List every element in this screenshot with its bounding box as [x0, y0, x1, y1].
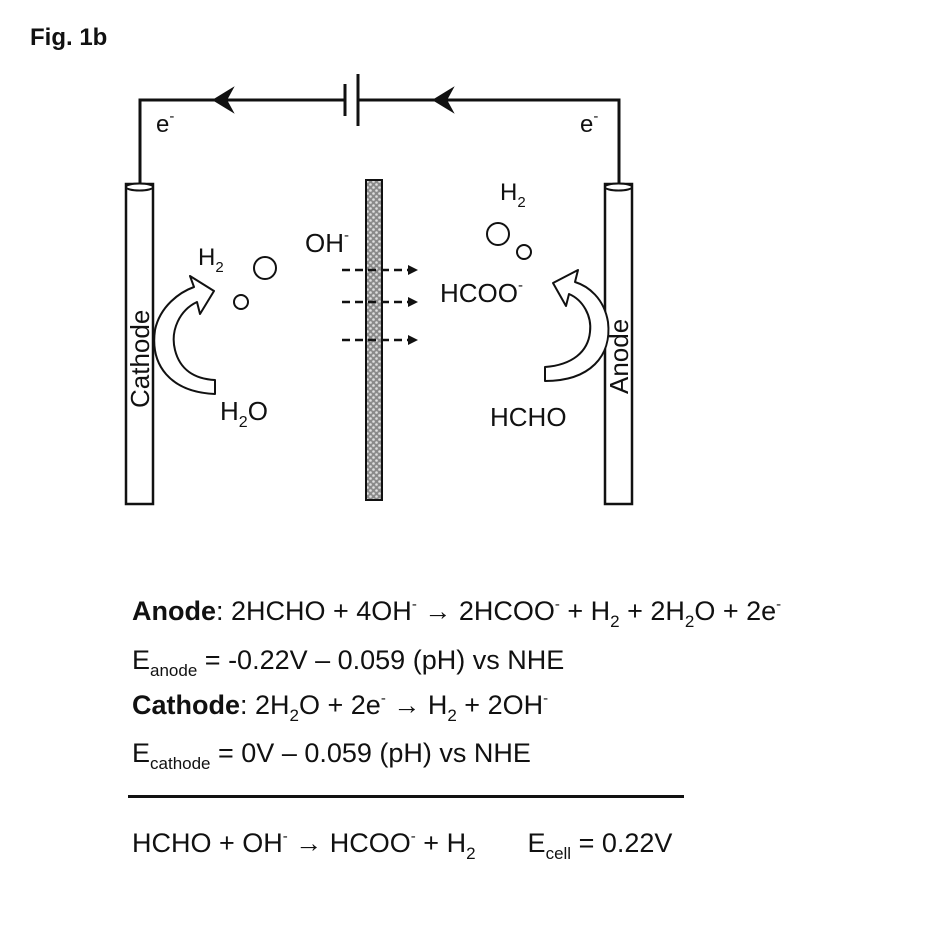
hydrogen-bubble-small	[517, 245, 531, 259]
battery-symbol	[345, 74, 358, 126]
electron-label-left: e-	[156, 108, 174, 138]
formate-label: HCOO-	[440, 277, 523, 308]
hydrogen-bubble-large	[254, 257, 276, 279]
anode-equation-label: Anode	[132, 596, 216, 626]
cell-potential: Ecell = 0.22V	[528, 828, 673, 858]
electron-label-right: e-	[580, 108, 598, 138]
cathode-reaction-arrow	[154, 276, 215, 394]
hydroxide-label: OH-	[305, 227, 349, 258]
anode-reaction-arrow	[545, 270, 608, 381]
water-label: H2O	[220, 396, 268, 431]
cathode-label: Cathode	[125, 310, 155, 408]
cathode-potential-equation: Ecathode = 0V – 0.059 (pH) vs NHE	[132, 738, 531, 769]
hydrogen-label-right: H2	[500, 179, 526, 211]
electrochemical-cell-diagram: e- e- Cathode Anode OH- H2 H2O H2 HCOO- …	[0, 0, 934, 560]
hydrogen-bubble-small	[234, 295, 248, 309]
anode-potential-equation: Eanode = -0.22V – 0.059 (pH) vs NHE	[132, 645, 564, 676]
hydrogen-bubble-large	[487, 223, 509, 245]
cathode-reaction-equation: Cathode: 2H2O + 2e- → H2 + 2OH-	[132, 690, 548, 721]
anode-reaction-equation: Anode: 2HCHO + 4OH- → 2HCOO- + H2 + 2H2O…	[132, 596, 781, 627]
equation-divider	[128, 795, 684, 798]
formaldehyde-label: HCHO	[490, 402, 567, 432]
hydrogen-label-left: H2	[198, 244, 224, 276]
overall-reaction-equation: HCHO + OH- → HCOO- + H2Ecell = 0.22V	[132, 828, 672, 859]
cathode-equation-label: Cathode	[132, 690, 240, 720]
